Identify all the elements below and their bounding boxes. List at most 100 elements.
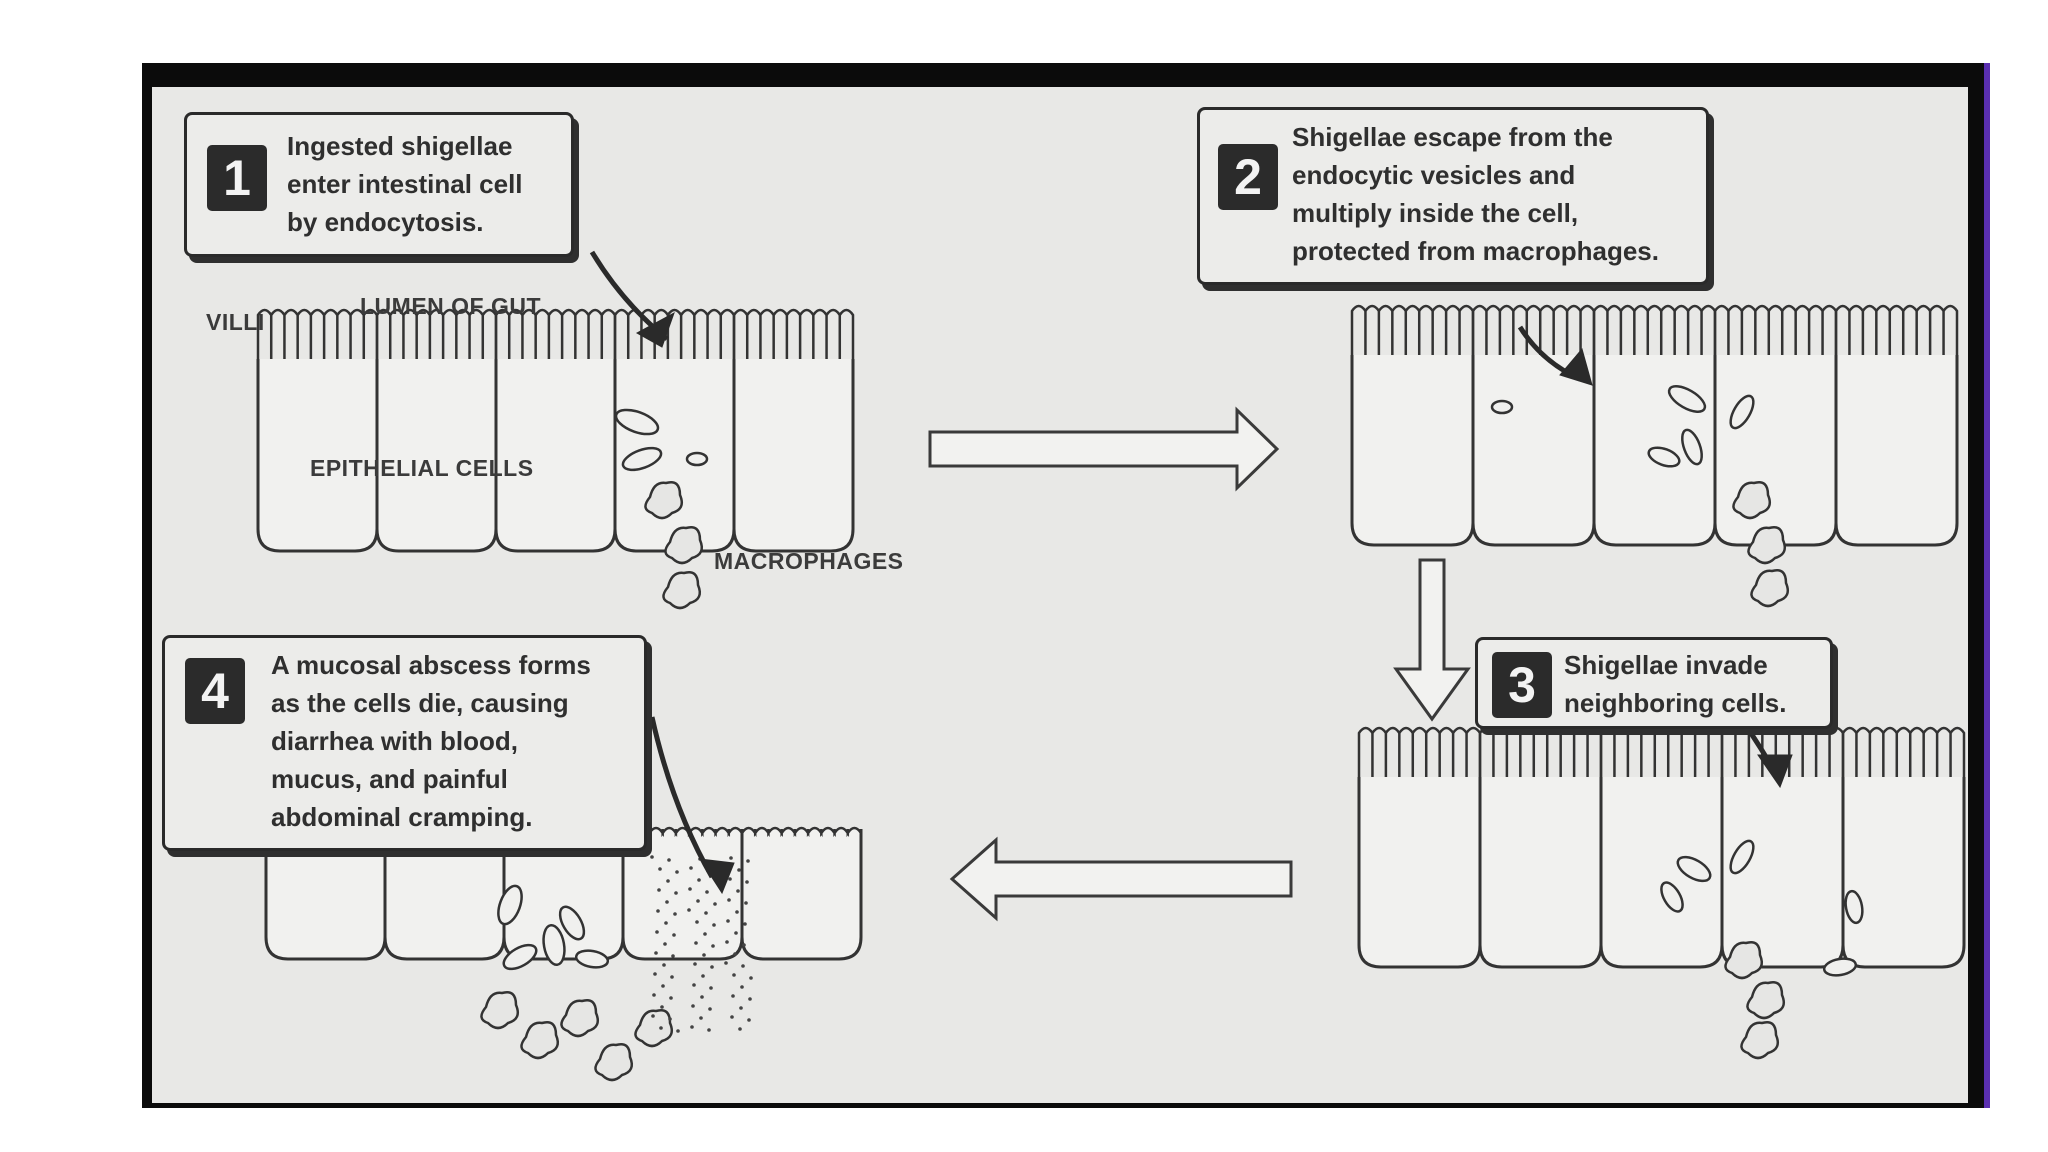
abscess-debris bbox=[726, 919, 730, 923]
shigella-bacterium bbox=[1676, 855, 1712, 883]
step2-villi bbox=[1713, 304, 1838, 355]
abscess-debris bbox=[676, 1029, 680, 1033]
abscess-debris bbox=[736, 889, 740, 893]
step-2-badge: 2 bbox=[1218, 144, 1278, 210]
step-4-text: A mucosal abscess forms as the cells die… bbox=[271, 650, 591, 832]
step1-cell bbox=[375, 359, 498, 553]
abscess-debris bbox=[687, 908, 691, 912]
abscess-debris bbox=[704, 911, 708, 915]
abscess-debris bbox=[696, 899, 700, 903]
macrophage bbox=[664, 526, 703, 565]
shigella-bacterium bbox=[1660, 881, 1684, 913]
abscess-debris bbox=[700, 995, 704, 999]
step3-cell bbox=[1841, 777, 1966, 969]
abscess-debris bbox=[702, 953, 706, 957]
bacteria-and-macrophages bbox=[480, 385, 1864, 1082]
step1-cell bbox=[256, 359, 379, 553]
abscess-debris bbox=[667, 858, 671, 862]
macrophage bbox=[644, 481, 683, 520]
step2-villi bbox=[1834, 304, 1959, 355]
step1-villi bbox=[732, 308, 855, 359]
macrophage bbox=[560, 999, 599, 1038]
abscess-debris bbox=[701, 974, 705, 978]
step2-cell bbox=[1713, 355, 1838, 547]
shigella-bacterium bbox=[558, 905, 586, 941]
arrow-step3-to-step4 bbox=[949, 836, 1293, 922]
abscess-debris bbox=[671, 954, 675, 958]
abscess-debris bbox=[652, 993, 656, 997]
abscess-debris bbox=[743, 922, 747, 926]
abscess-debris bbox=[733, 952, 737, 956]
macrophage bbox=[1724, 941, 1763, 980]
abscess-debris bbox=[658, 867, 662, 871]
abscess-debris bbox=[668, 1017, 672, 1021]
step4-cell bbox=[383, 829, 506, 961]
frame-accent-edge bbox=[1984, 63, 1990, 1108]
macrophage bbox=[1740, 1021, 1779, 1060]
shigella-bacterium bbox=[497, 884, 523, 926]
abscess-debris bbox=[690, 1025, 694, 1029]
abscess-debris bbox=[731, 994, 735, 998]
abscess-debris bbox=[727, 898, 731, 902]
step-3-text: Shigellae invade neighboring cells. bbox=[1564, 650, 1787, 718]
step3-cell bbox=[1720, 777, 1845, 969]
step2-villi bbox=[1350, 304, 1475, 355]
macrophage bbox=[594, 1043, 633, 1082]
abscess-debris bbox=[746, 859, 750, 863]
step4-cell bbox=[264, 829, 387, 961]
callout-pointer-2 bbox=[1517, 325, 1593, 386]
abscess-debris bbox=[695, 920, 699, 924]
step1-villi bbox=[613, 308, 736, 359]
shigella-bacterium bbox=[502, 943, 538, 971]
step3-villi bbox=[1357, 726, 1482, 777]
shigella-bacterium bbox=[614, 408, 660, 436]
abscess-debris bbox=[651, 1014, 655, 1018]
macrophage bbox=[480, 991, 519, 1030]
arrow-step2-to-step3 bbox=[1393, 558, 1471, 722]
step-4-badge: 4 bbox=[185, 658, 245, 724]
abscess-debris bbox=[737, 868, 741, 872]
abscess-debris bbox=[650, 855, 654, 859]
abscess-debris bbox=[660, 1005, 664, 1009]
abscess-debris bbox=[710, 965, 714, 969]
abscess-debris bbox=[661, 984, 665, 988]
step2-cell bbox=[1471, 355, 1596, 547]
abscess-debris bbox=[741, 964, 745, 968]
step-1-badge: 1 bbox=[207, 145, 267, 211]
abscess-debris bbox=[662, 963, 666, 967]
macrophages-label: MACROPHAGES bbox=[714, 548, 904, 574]
step3-cell bbox=[1478, 777, 1603, 969]
macrophage bbox=[1750, 569, 1789, 608]
diagram-panel: 1 Ingested shigellae enter intestinal ce… bbox=[152, 87, 1968, 1103]
abscess-debris bbox=[729, 856, 733, 860]
epithelium-step-1 bbox=[256, 308, 855, 553]
step1-villi bbox=[256, 308, 379, 359]
step3-villi bbox=[1478, 726, 1603, 777]
step-3-badge: 3 bbox=[1492, 652, 1552, 718]
abscess-debris bbox=[748, 997, 752, 1001]
step4-cell bbox=[740, 829, 863, 961]
abscess-debris bbox=[749, 976, 753, 980]
abscess-debris bbox=[697, 878, 701, 882]
step1-cell bbox=[732, 359, 855, 553]
step1-villi bbox=[494, 308, 617, 359]
shigella-bacterium bbox=[685, 451, 709, 467]
abscess-debris bbox=[705, 890, 709, 894]
shigella-bacterium bbox=[621, 446, 663, 472]
step-1-text: Ingested shigellae enter intestinal cell… bbox=[287, 131, 523, 237]
step2-cell bbox=[1350, 355, 1475, 547]
shigella-bacterium bbox=[1681, 428, 1703, 466]
macrophage bbox=[1746, 981, 1785, 1020]
step-2-callout: 2 Shigellae escape from the endocytic ve… bbox=[1197, 107, 1709, 285]
lumen-label: LUMEN OF GUT bbox=[360, 293, 542, 319]
step-3-callout: 3 Shigellae invade neighboring cells. bbox=[1475, 637, 1833, 729]
abscess-debris bbox=[699, 1016, 703, 1020]
abscess-debris bbox=[672, 933, 676, 937]
shigella-bacterium bbox=[574, 949, 610, 969]
abscess-debris bbox=[734, 931, 738, 935]
abscess-debris bbox=[670, 975, 674, 979]
abscess-debris bbox=[659, 1026, 663, 1030]
abscess-debris bbox=[703, 932, 707, 936]
macrophage bbox=[1732, 481, 1771, 520]
epithelial-cells-label: EPITHELIAL CELLS bbox=[310, 455, 534, 481]
